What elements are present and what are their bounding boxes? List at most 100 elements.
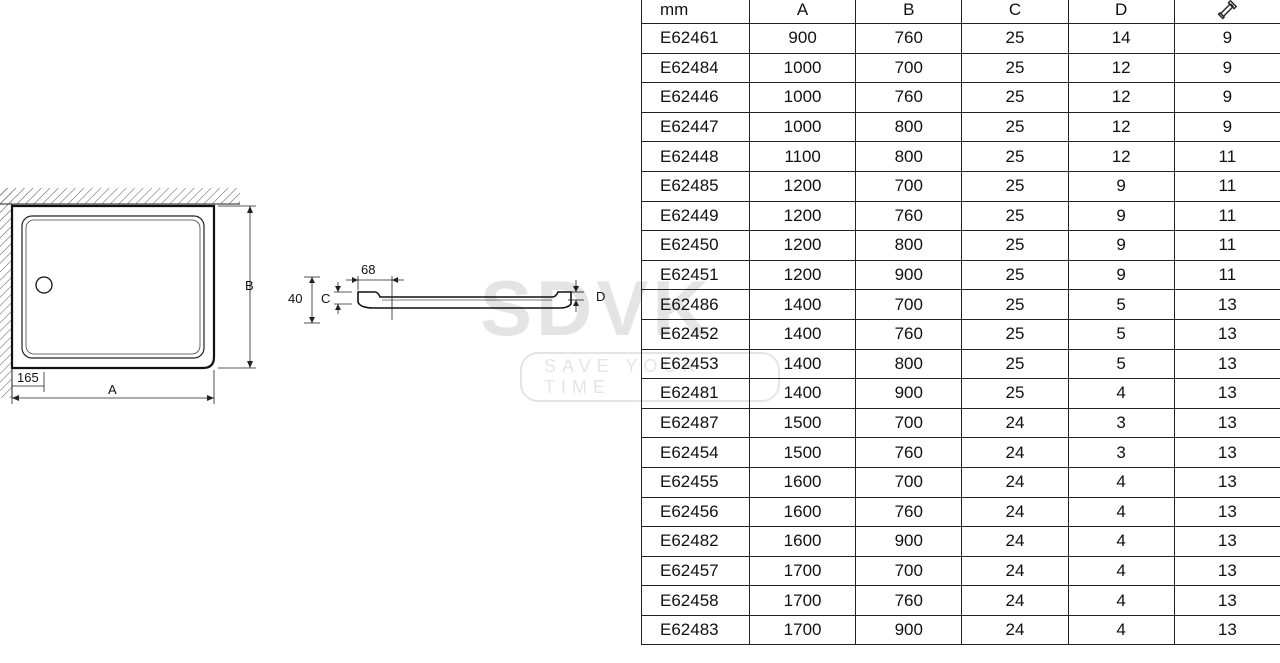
cell-fixings: 11 — [1173, 170, 1280, 202]
cell-code: E62453 — [641, 348, 750, 380]
cell-a: 1200 — [748, 200, 857, 232]
cell-code: E62481 — [641, 378, 750, 409]
cell-a: 1500 — [748, 437, 857, 468]
cell-a: 1100 — [748, 141, 857, 172]
cell-c: 24 — [961, 496, 1069, 528]
dimension-offset-label: 165 — [17, 370, 39, 385]
cell-c: 25 — [961, 259, 1069, 291]
cell-c: 25 — [961, 230, 1069, 261]
cell-code: E62458 — [641, 585, 750, 616]
cell-b: 760 — [855, 496, 963, 528]
cell-d: 4 — [1067, 555, 1175, 587]
cell-c: 24 — [961, 614, 1069, 646]
cell-fixings: 13 — [1173, 614, 1280, 646]
cell-b: 700 — [855, 52, 963, 84]
cell-fixings: 13 — [1173, 555, 1280, 587]
cell-fixings: 9 — [1173, 52, 1280, 84]
cell-code: E62452 — [641, 318, 750, 350]
cell-fixings: 13 — [1173, 496, 1280, 528]
cell-d: 3 — [1067, 437, 1175, 468]
cell-c: 25 — [961, 52, 1069, 84]
cell-fixings: 13 — [1173, 407, 1280, 439]
cell-d: 5 — [1067, 289, 1175, 320]
cell-code: E62454 — [641, 437, 750, 468]
cell-d: 5 — [1067, 348, 1175, 380]
tray-basin — [21, 215, 205, 359]
cell-d: 9 — [1067, 230, 1175, 261]
cell-a: 1400 — [748, 378, 857, 409]
cell-a: 1200 — [748, 230, 857, 261]
cell-a: 1400 — [748, 318, 857, 350]
cell-fixings: 13 — [1173, 318, 1280, 350]
table-header-row: mm A B C D — [641, 0, 1280, 24]
cell-a: 1700 — [748, 555, 857, 587]
cell-a: 900 — [748, 23, 857, 54]
cell-b: 900 — [855, 259, 963, 291]
cell-a: 1700 — [748, 585, 857, 616]
cell-b: 760 — [855, 200, 963, 232]
cell-a: 1000 — [748, 111, 857, 143]
cell-code: E62456 — [641, 496, 750, 528]
cell-b: 900 — [855, 378, 963, 409]
header-a: A — [748, 0, 857, 24]
technical-drawing: B A 165 40 C 68 — [0, 188, 605, 404]
cell-fixings: 13 — [1173, 289, 1280, 320]
cell-code: E62451 — [641, 259, 750, 291]
cell-code: E62485 — [641, 170, 750, 202]
cell-fixings: 9 — [1173, 111, 1280, 143]
cell-c: 25 — [961, 82, 1069, 113]
cell-b: 700 — [855, 289, 963, 320]
cell-a: 1600 — [748, 496, 857, 528]
header-c: C — [961, 0, 1069, 24]
cell-c: 24 — [961, 466, 1069, 498]
cell-a: 1700 — [748, 614, 857, 646]
cell-a: 1600 — [748, 526, 857, 557]
cell-d: 4 — [1067, 466, 1175, 498]
cell-a: 1400 — [748, 348, 857, 380]
cell-a: 1200 — [748, 259, 857, 291]
cell-code: E62455 — [641, 466, 750, 498]
cell-c: 25 — [961, 318, 1069, 350]
cell-fixings: 9 — [1173, 23, 1280, 54]
cell-b: 900 — [855, 614, 963, 646]
cell-code: E62483 — [641, 614, 750, 646]
cell-code: E62486 — [641, 289, 750, 320]
cell-d: 4 — [1067, 378, 1175, 409]
cell-d: 12 — [1067, 111, 1175, 143]
cell-fixings: 13 — [1173, 348, 1280, 380]
cell-a: 1500 — [748, 407, 857, 439]
cell-fixings: 13 — [1173, 378, 1280, 409]
cell-c: 24 — [961, 555, 1069, 587]
cell-b: 760 — [855, 437, 963, 468]
cell-a: 1600 — [748, 466, 857, 498]
drain-circle — [35, 276, 53, 294]
header-wrench — [1173, 0, 1280, 24]
cell-c: 25 — [961, 141, 1069, 172]
cell-d: 12 — [1067, 52, 1175, 84]
header-d: D — [1067, 0, 1175, 24]
cell-b: 700 — [855, 170, 963, 202]
header-b: B — [855, 0, 963, 24]
cell-fixings: 11 — [1173, 230, 1280, 261]
cell-d: 3 — [1067, 407, 1175, 439]
cell-code: E62461 — [641, 23, 750, 54]
cell-c: 24 — [961, 585, 1069, 616]
dimension-lip-label: 68 — [361, 262, 375, 277]
side-view: 40 C 68 D — [288, 262, 605, 324]
dimension-height-label: 40 — [288, 291, 302, 306]
cell-d: 9 — [1067, 200, 1175, 232]
cell-b: 760 — [855, 318, 963, 350]
